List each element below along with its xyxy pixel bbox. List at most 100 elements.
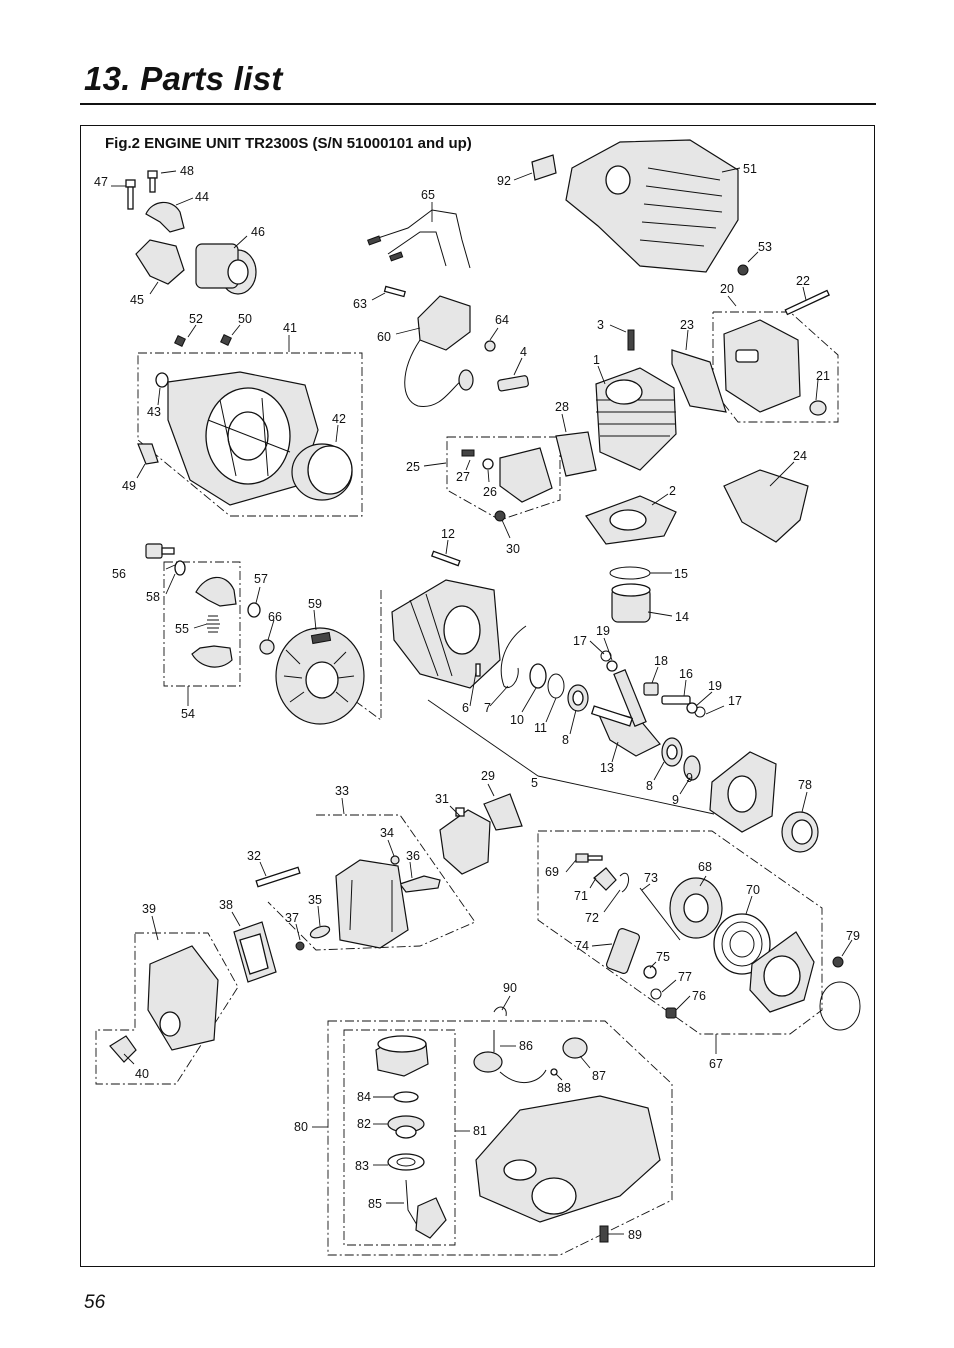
callout-45: 45	[130, 293, 144, 307]
callout-39: 39	[142, 902, 156, 916]
callout-86: 86	[519, 1039, 533, 1053]
callout-74: 74	[575, 939, 589, 953]
callout-48: 48	[180, 164, 194, 178]
callout-84: 84	[357, 1090, 371, 1104]
callout-33: 33	[335, 784, 349, 798]
title-rule	[80, 103, 876, 105]
callout-90: 90	[503, 981, 517, 995]
callout-labels: 47 48 44 46 45 52 50 41 43 42 49 65 63 6…	[94, 162, 860, 1242]
part-shapes	[109, 139, 861, 1243]
figure-caption: Fig.2 ENGINE UNIT TR2300S (S/N 51000101 …	[105, 135, 472, 152]
callout-15: 15	[674, 567, 688, 581]
callout-81: 81	[473, 1124, 487, 1138]
callout-16: 16	[679, 667, 693, 681]
callout-7: 7	[484, 701, 491, 715]
callout-40: 40	[135, 1067, 149, 1081]
callout-29: 29	[481, 769, 495, 783]
callout-71: 71	[574, 889, 588, 903]
figure-frame	[80, 125, 875, 1267]
callout-24: 24	[793, 449, 807, 463]
callout-46: 46	[251, 225, 265, 239]
callout-8a: 8	[562, 733, 569, 747]
callout-76: 76	[692, 989, 706, 1003]
callout-3: 3	[597, 318, 604, 332]
callout-31: 31	[435, 792, 449, 806]
callout-82: 82	[357, 1117, 371, 1131]
callout-32: 32	[247, 849, 261, 863]
callout-25: 25	[406, 460, 420, 474]
callout-2: 2	[669, 484, 676, 498]
callout-4: 4	[520, 345, 527, 359]
callout-52: 52	[189, 312, 203, 326]
callout-87: 87	[592, 1069, 606, 1083]
callout-27: 27	[456, 470, 470, 484]
callout-54: 54	[181, 707, 195, 721]
callout-20: 20	[720, 282, 734, 296]
callout-26: 26	[483, 485, 497, 499]
callout-6: 6	[462, 701, 469, 715]
callout-38: 38	[219, 898, 233, 912]
callout-19b: 19	[708, 679, 722, 693]
callout-43: 43	[147, 405, 161, 419]
callout-41: 41	[283, 321, 297, 335]
callout-83: 83	[355, 1159, 369, 1173]
callout-37: 37	[285, 911, 299, 925]
callout-18: 18	[654, 654, 668, 668]
callout-11: 11	[534, 721, 547, 735]
callout-13: 13	[600, 761, 614, 775]
callout-57: 57	[254, 572, 268, 586]
callout-34: 34	[380, 826, 394, 840]
callout-77: 77	[678, 970, 692, 984]
callout-92: 92	[497, 174, 511, 188]
callout-69: 69	[545, 865, 559, 879]
callout-59: 59	[308, 597, 322, 611]
callout-50: 50	[238, 312, 252, 326]
callout-22: 22	[796, 274, 810, 288]
callout-66: 66	[268, 610, 282, 624]
callout-55: 55	[175, 622, 189, 636]
callout-42: 42	[332, 412, 346, 426]
callout-9a: 9	[672, 793, 679, 807]
callout-72: 72	[585, 911, 599, 925]
callout-53: 53	[758, 240, 772, 254]
callout-80: 80	[294, 1120, 308, 1134]
callout-35: 35	[308, 893, 322, 907]
callout-68: 68	[698, 860, 712, 874]
callout-88: 88	[557, 1081, 571, 1095]
callout-14: 14	[675, 610, 689, 624]
callout-8b: 8	[646, 779, 653, 793]
callout-51: 51	[743, 162, 757, 176]
callout-89: 89	[628, 1228, 642, 1242]
callout-58: 58	[146, 590, 160, 604]
callout-70: 70	[746, 883, 760, 897]
callout-21: 21	[816, 369, 830, 383]
callout-60: 60	[377, 330, 391, 344]
callout-23: 23	[680, 318, 694, 332]
page-number: 56	[84, 1292, 106, 1313]
leader-lines	[111, 167, 853, 1235]
callout-9b: 9	[686, 771, 693, 785]
callout-12: 12	[441, 527, 455, 541]
callout-36: 36	[406, 849, 420, 863]
callout-65: 65	[421, 188, 435, 202]
callout-67: 67	[709, 1057, 723, 1071]
callout-47: 47	[94, 175, 108, 189]
callout-1: 1	[593, 353, 600, 367]
callout-44: 44	[195, 190, 209, 204]
page-title: 13. Parts list	[84, 60, 283, 97]
group-outlines	[95, 311, 839, 1256]
callout-19a: 19	[596, 624, 610, 638]
callout-85: 85	[368, 1197, 382, 1211]
callout-5: 5	[531, 776, 538, 790]
callout-10: 10	[510, 713, 524, 727]
callout-17a: 17	[573, 634, 587, 648]
callout-75: 75	[656, 950, 670, 964]
callout-78: 78	[798, 778, 812, 792]
callout-63: 63	[353, 297, 367, 311]
callout-73: 73	[644, 871, 658, 885]
callout-79: 79	[846, 929, 860, 943]
callout-64: 64	[495, 313, 509, 327]
callout-56: 56	[112, 567, 126, 581]
callout-49: 49	[122, 479, 136, 493]
